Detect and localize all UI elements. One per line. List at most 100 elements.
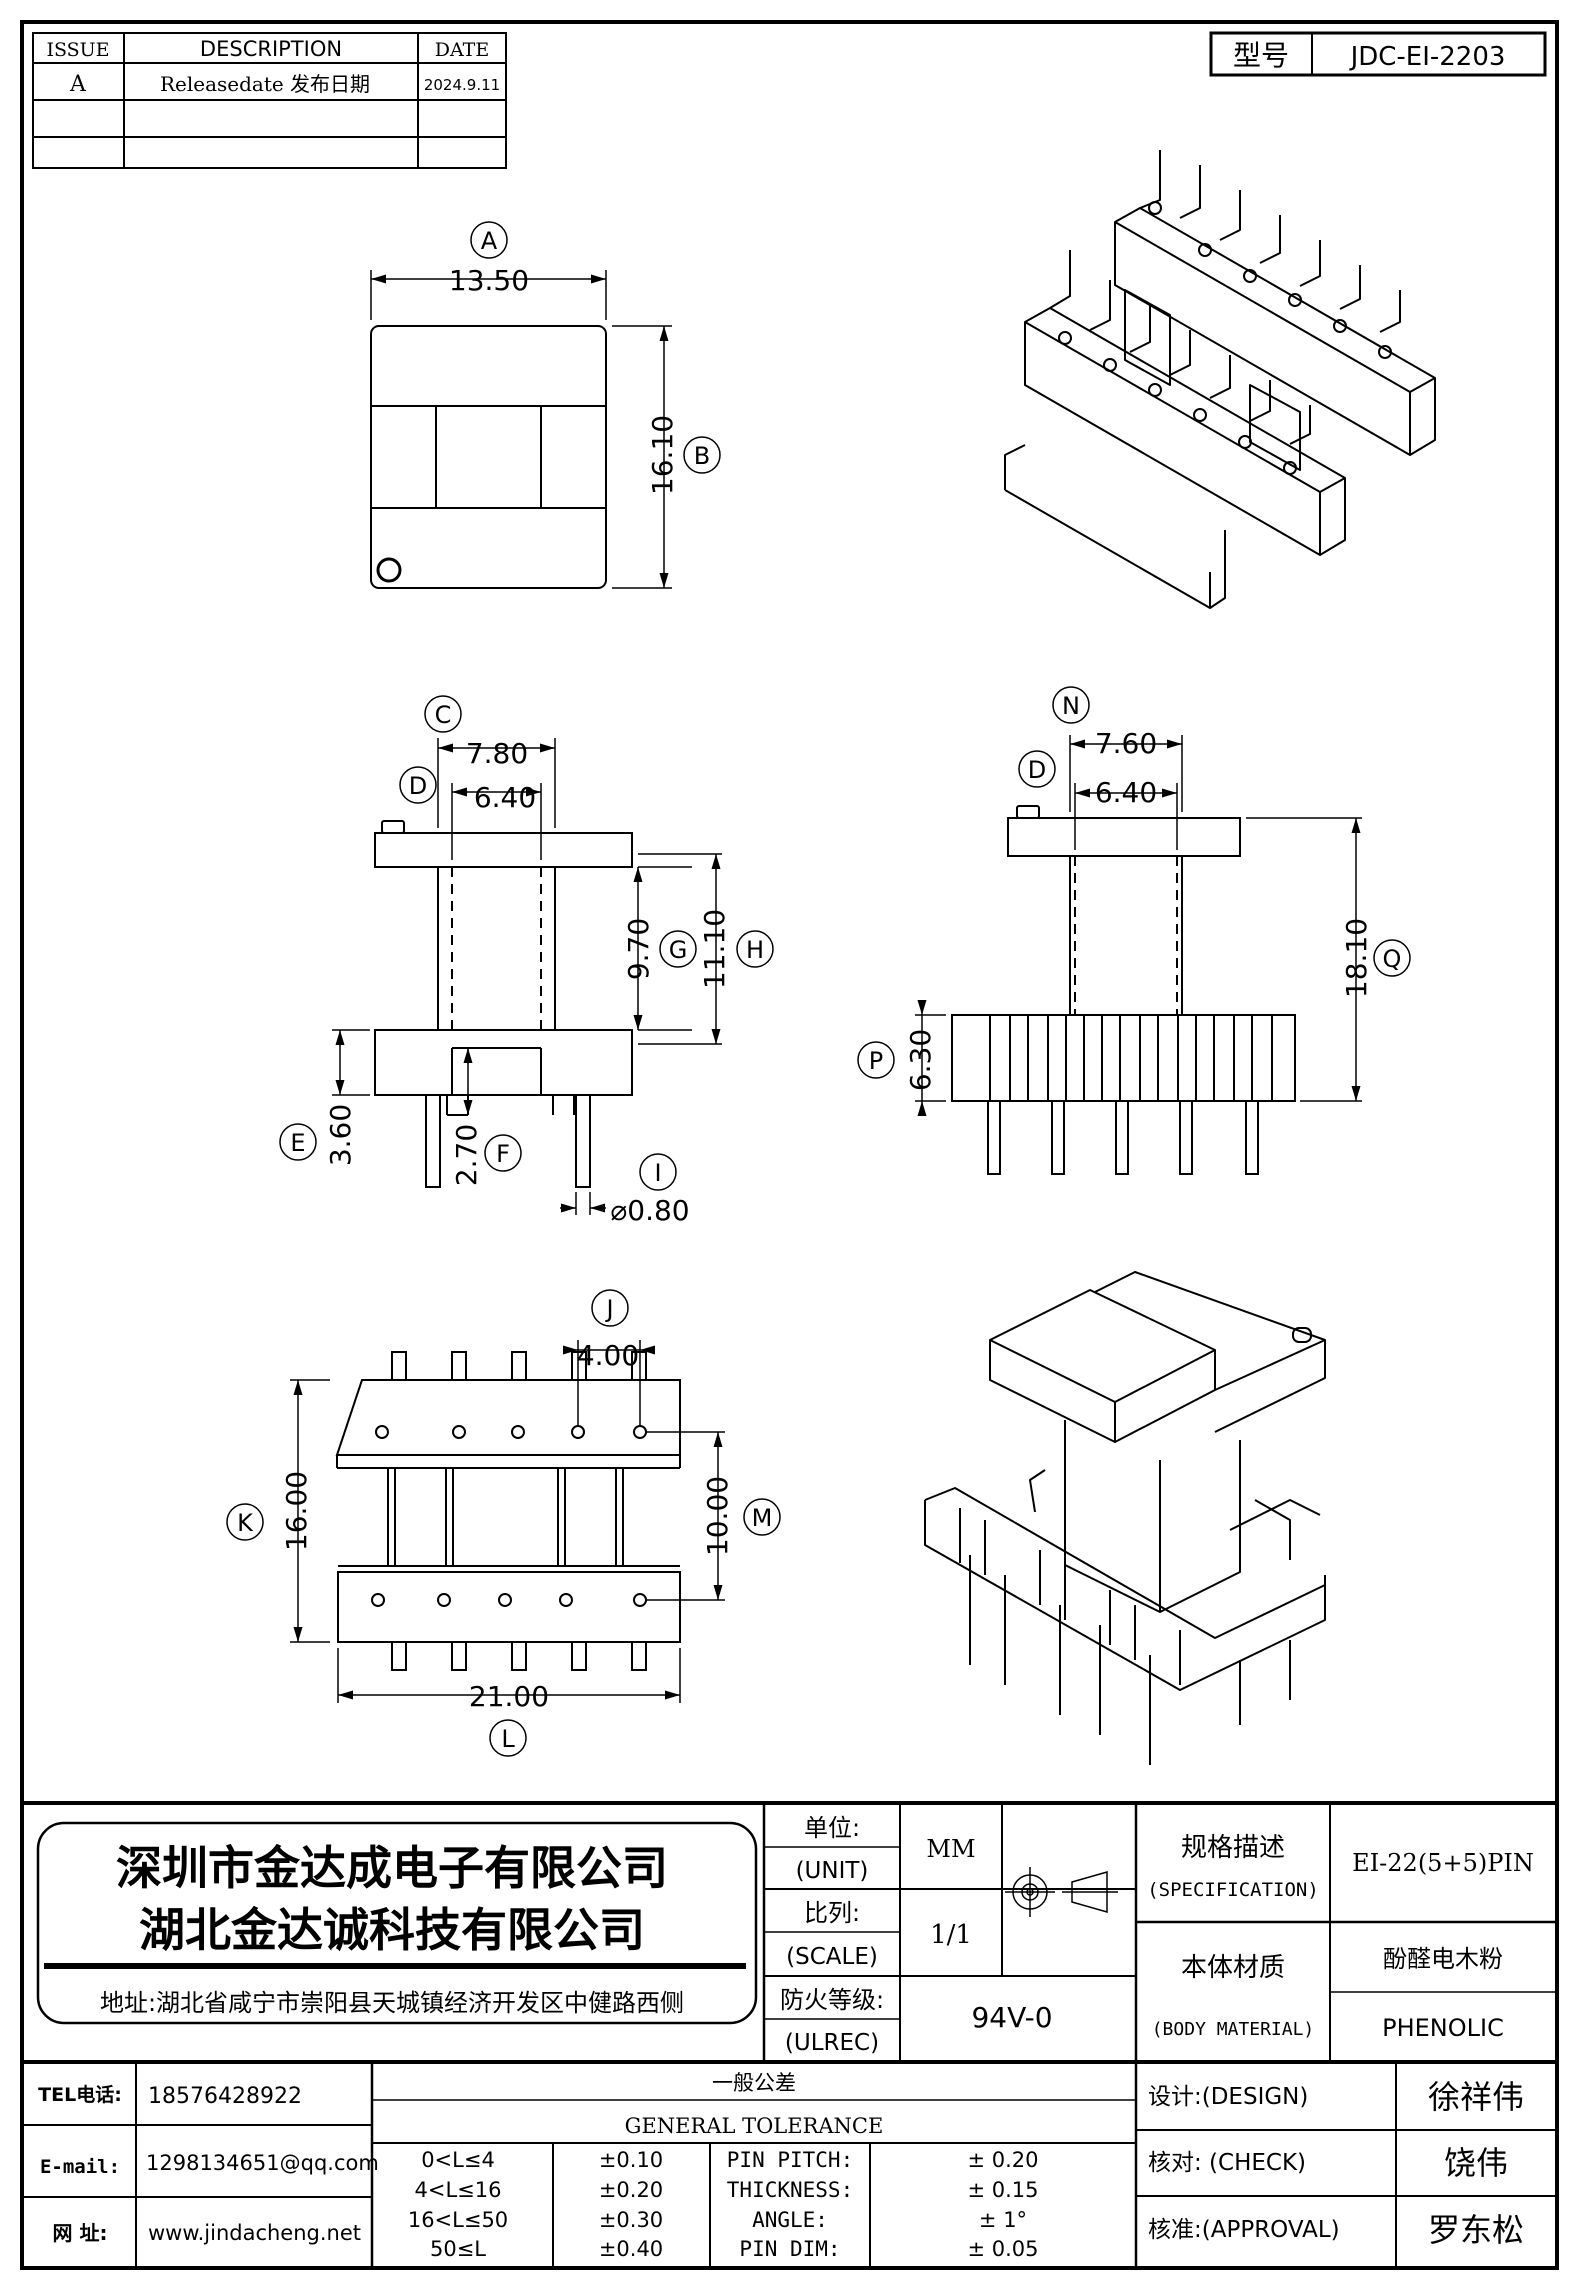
material-value-en: PHENOLIC bbox=[1382, 2014, 1504, 2042]
revision-table bbox=[32, 32, 507, 169]
projection-symbol-icon bbox=[1005, 1867, 1118, 1917]
dim-d-value: 6.40 bbox=[474, 781, 536, 814]
email-label: E-mail: bbox=[40, 2156, 120, 2178]
dim-d-label: D bbox=[409, 772, 427, 800]
scale-label-cn: 比列: bbox=[804, 1899, 860, 1927]
check-label: 核对: (CHECK) bbox=[1148, 2150, 1306, 2176]
model-box bbox=[1209, 31, 1547, 77]
top-view bbox=[370, 221, 721, 589]
dim-p-label: P bbox=[869, 1047, 883, 1075]
tolerance-value-3: ±0.30 bbox=[599, 2208, 663, 2232]
design-label: 设计:(DESIGN) bbox=[1148, 2084, 1308, 2110]
front-view bbox=[279, 695, 774, 1215]
web-label: 网 址: bbox=[53, 2221, 108, 2245]
tolerance-item-value-2: ± 0.15 bbox=[967, 2178, 1038, 2202]
dim-i-label: I bbox=[654, 1159, 661, 1187]
dim-j-label: J bbox=[604, 1295, 613, 1323]
tolerance-range-4: 50≤L bbox=[430, 2237, 486, 2261]
tel-label: TEL电话: bbox=[38, 2083, 122, 2106]
email-value[interactable]: 1298134651@qq.com bbox=[146, 2151, 379, 2175]
ul-label-en: (ULREC) bbox=[785, 2030, 879, 2056]
spec-label-en: (SPECIFICATION) bbox=[1147, 1879, 1319, 1901]
web-value[interactable]: www.jindacheng.net bbox=[148, 2221, 361, 2245]
sheet-border bbox=[20, 20, 1559, 2270]
unit-label-en: (UNIT) bbox=[796, 1858, 869, 1884]
revision-header-description: DESCRIPTION bbox=[200, 37, 342, 61]
company-name-2: 湖北金达诚科技有限公司 bbox=[139, 1903, 645, 1957]
tolerance-item-value-4: ± 0.05 bbox=[967, 2237, 1038, 2261]
dim-a-value: 13.50 bbox=[449, 264, 529, 297]
tolerance-range-2: 4<L≤16 bbox=[415, 2178, 502, 2202]
revision-header-issue: ISSUE bbox=[46, 39, 109, 61]
dim-l-label: L bbox=[501, 1725, 515, 1753]
tolerance-range-3: 16<L≤50 bbox=[408, 2208, 508, 2232]
tolerance-item-2: THICKNESS: bbox=[727, 2178, 853, 2202]
dim-i-value: ⌀0.80 bbox=[610, 1194, 689, 1227]
check-name: 饶伟 bbox=[1444, 2144, 1508, 2182]
dim-h-value: 11.10 bbox=[698, 909, 731, 989]
dim-a-label: A bbox=[481, 227, 498, 255]
dim-d2-value: 6.40 bbox=[1095, 776, 1157, 809]
approval-name: 罗东松 bbox=[1428, 2211, 1524, 2249]
tolerance-item-value-3: ± 1° bbox=[979, 2208, 1027, 2232]
revision-description: Releasedate 发布日期 bbox=[160, 72, 370, 96]
dim-f-value: 2.70 bbox=[450, 1124, 483, 1186]
tolerance-items: PIN PITCH: THICKNESS: ANGLE: PIN DIM: ± … bbox=[727, 2148, 1039, 2261]
dim-c-value: 7.80 bbox=[466, 737, 528, 770]
tolerance-ranges: 0<L≤4 4<L≤16 16<L≤50 50≤L ±0.10 ±0.20 ±0… bbox=[408, 2148, 663, 2261]
dim-q-label: Q bbox=[1383, 945, 1402, 973]
dim-l-value: 21.00 bbox=[469, 1680, 549, 1713]
tel-value: 18576428922 bbox=[148, 2084, 302, 2109]
tolerance-range-1: 0<L≤4 bbox=[421, 2148, 495, 2172]
material-label-cn: 本体材质 bbox=[1181, 1953, 1285, 1983]
tolerance-item-3: ANGLE: bbox=[752, 2208, 828, 2232]
dim-q-value: 18.10 bbox=[1340, 918, 1373, 998]
tolerance-title-en: GENERAL TOLERANCE bbox=[625, 2114, 884, 2138]
dim-n-value: 7.60 bbox=[1095, 727, 1157, 760]
spec-value: EI-22(5+5)PIN bbox=[1352, 1849, 1534, 1877]
tolerance-item-4: PIN DIM: bbox=[739, 2237, 840, 2261]
tolerance-value-2: ±0.20 bbox=[599, 2178, 663, 2202]
dim-d2-label: D bbox=[1028, 756, 1046, 784]
side-view bbox=[857, 686, 1411, 1175]
dim-k-label: K bbox=[237, 1509, 254, 1537]
dim-h-label: H bbox=[746, 936, 764, 964]
tolerance-value-1: ±0.10 bbox=[599, 2148, 663, 2172]
tolerance-title-cn: 一般公差 bbox=[712, 2071, 796, 2095]
dim-k-value: 16.00 bbox=[280, 1471, 313, 1551]
dim-j-value: 4.00 bbox=[577, 1339, 639, 1372]
material-value-cn: 酚醛电木粉 bbox=[1383, 1945, 1503, 1973]
revision-issue-a: A bbox=[69, 72, 87, 97]
dim-b-label: B bbox=[694, 442, 710, 470]
model-label: 型号 bbox=[1233, 39, 1289, 72]
spec-label-cn: 规格描述 bbox=[1181, 1833, 1285, 1863]
dim-m-label: M bbox=[752, 1504, 773, 1532]
scale-label-en: (SCALE) bbox=[786, 1944, 878, 1970]
isometric-view-top bbox=[1004, 150, 1436, 609]
scale-value: 1/1 bbox=[930, 1920, 972, 1950]
dim-n-label: N bbox=[1062, 692, 1080, 720]
revision-date: 2024.9.11 bbox=[424, 76, 500, 94]
dim-e-value: 3.60 bbox=[324, 1104, 357, 1166]
tolerance-value-4: ±0.40 bbox=[599, 2237, 663, 2261]
design-name: 徐祥伟 bbox=[1428, 2078, 1524, 2116]
dim-b-value: 16.10 bbox=[646, 415, 679, 495]
ul-value: 94V-0 bbox=[971, 2001, 1052, 2034]
revision-header-date: DATE bbox=[435, 39, 489, 61]
dim-e-label: E bbox=[290, 1129, 305, 1157]
dim-f-label: F bbox=[496, 1140, 510, 1168]
model-value: JDC-EI-2203 bbox=[1349, 42, 1506, 72]
approval-label: 核准:(APPROVAL) bbox=[1148, 2217, 1340, 2243]
bottom-view bbox=[226, 1289, 781, 1757]
unit-label-cn: 单位: bbox=[804, 1814, 860, 1842]
dim-p-value: 6.30 bbox=[904, 1029, 937, 1091]
ul-label-cn: 防火等级: bbox=[780, 1986, 884, 2014]
unit-value: MM bbox=[926, 1835, 975, 1863]
dim-g-label: G bbox=[669, 936, 688, 964]
dim-c-label: C bbox=[435, 701, 452, 729]
tolerance-item-value-1: ± 0.20 bbox=[967, 2148, 1038, 2172]
company-address: 地址:湖北省咸宁市崇阳县天城镇经济开发区中健路西侧 bbox=[100, 1989, 684, 2017]
dim-m-value: 10.00 bbox=[701, 1476, 734, 1556]
title-block-lines bbox=[22, 1801, 1557, 2268]
